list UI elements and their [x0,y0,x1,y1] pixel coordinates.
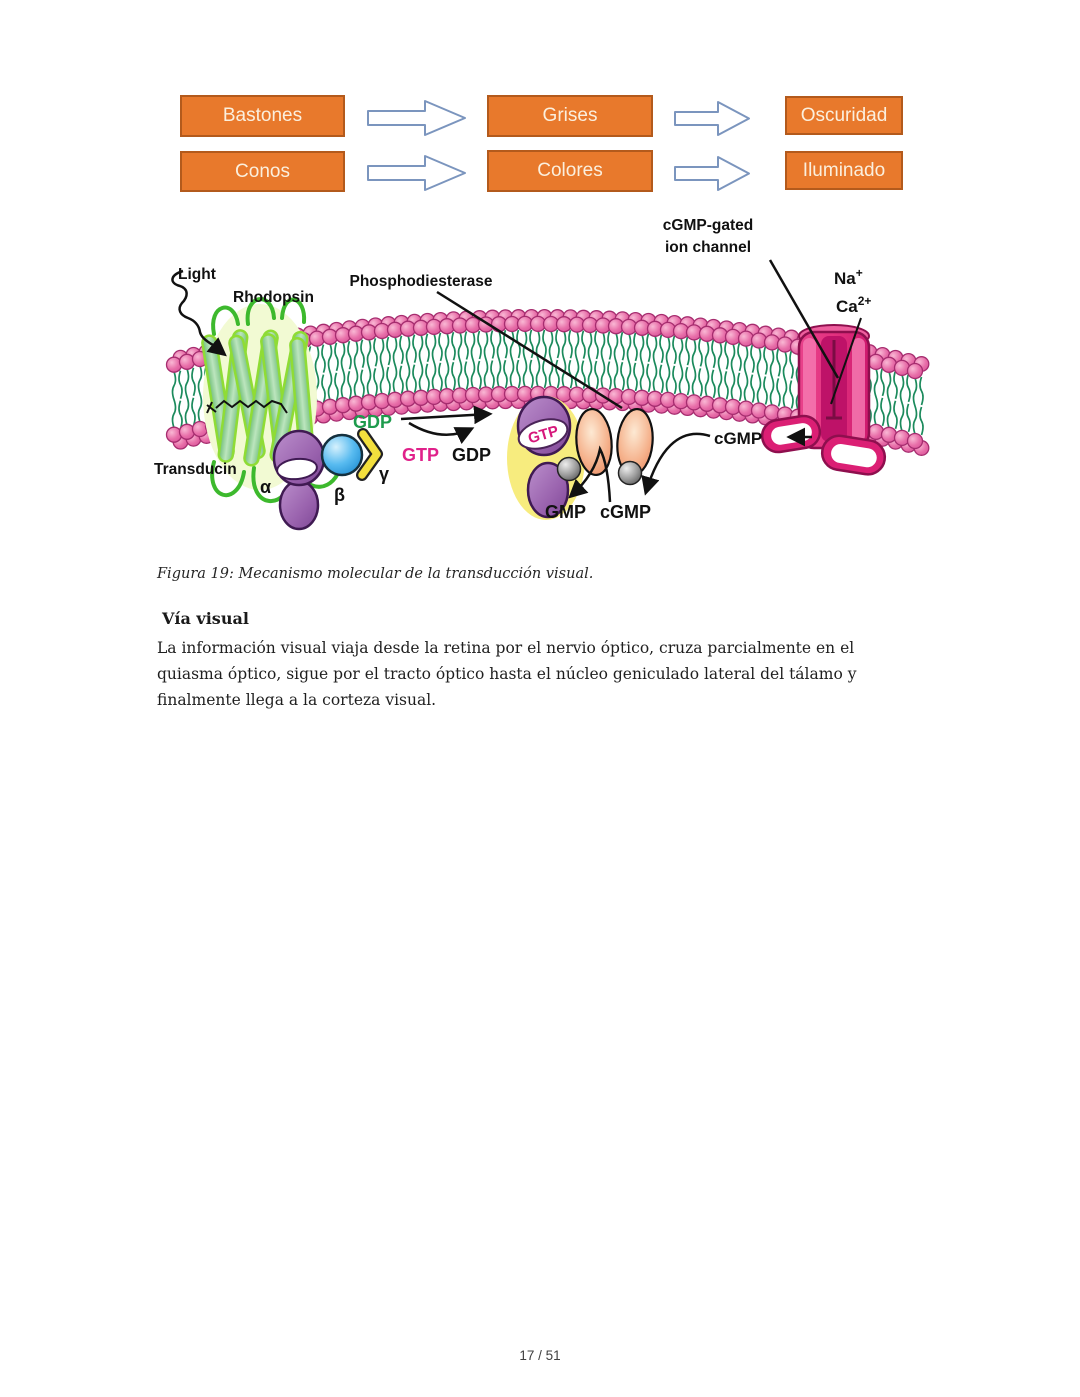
gdp-released-label: GDP [452,445,491,465]
flow-box-label: Conos [235,160,290,182]
gamma-label: γ [379,464,389,484]
sodium-label: Na+ [834,266,863,288]
gmp-label: GMP [545,502,586,522]
channel-label-line2: ion channel [665,239,751,256]
flow-box-label: Grises [542,105,598,126]
ion-flow-line [830,317,862,405]
flow-box-bastones: Bastones [180,95,345,137]
flow-box-label: Colores [537,160,603,181]
flow-box-oscuridad: Oscuridad [785,96,903,135]
gdp-label: GDP [353,412,392,432]
transduction-figure: GTP Light Rhodopsin Phosphodiesteras [154,217,930,531]
section-heading: Vía visual [162,609,249,628]
right-arrow-icon [367,100,466,136]
flow-box-iluminado: Iluminado [785,151,903,190]
gamma-subunit [358,430,381,479]
gtp-gdp-swap-arrow [408,421,475,444]
inhibitory-subunit-sphere [617,460,643,486]
right-arrow-icon [674,156,750,191]
calcium-label: Ca2+ [836,294,871,316]
phosphodiesterase-label: Phosphodiesterase [350,273,493,290]
light-label: Light [178,266,216,283]
flow-box-grises: Grises [487,95,653,137]
diagram-labels: Light Rhodopsin Phosphodiesterase cGMP-g… [154,217,871,522]
channel-label-line1: cGMP-gated [663,217,753,234]
gtp-label: GTP [402,445,439,465]
retinal-molecule [206,399,288,414]
cgmp-path-arrow [641,432,711,496]
flow-box-label: Oscuridad [800,104,888,126]
cgmp-channel-label: cGMP [714,429,762,448]
beta-label: β [334,485,345,505]
channel-right-foot [820,434,887,476]
phosphodiesterase-enzyme [575,407,654,486]
transducin-label: Transducin [154,461,237,478]
inhibitory-subunit-sphere [556,456,582,482]
flow-box-colores: Colores [487,150,653,192]
transducin-complex [272,428,383,531]
beta-subunit [320,433,364,477]
alpha-subunit-lower [278,479,320,531]
phosphodiesterase-pointer-line [436,290,623,410]
right-arrow-icon [674,101,750,136]
channel-pointer-line [768,259,840,379]
figure-caption: Figura 19: Mecanismo molecular de la tra… [157,566,594,582]
activated-transducin: GTP [507,395,585,520]
right-arrow-icon [367,155,466,191]
page-number: 17 / 51 [519,1348,561,1363]
gtp-badge: GTP [517,418,569,450]
body-paragraph: La información visual viaja desde la ret… [157,639,857,709]
flow-box-label: Bastones [222,105,303,126]
flow-box-conos: Conos [180,151,345,192]
gdp-exchange-arrow [400,405,493,425]
cgmp-label: cGMP [600,502,651,522]
annotation-arrows [171,259,862,503]
rhodopsin-protein [201,297,342,504]
light-arrow [171,269,227,357]
flow-box-label: Iluminado [802,159,886,181]
alpha-label: α [260,477,271,497]
cgmp-to-gmp-arrow [568,445,612,503]
cgmp-gated-channel [760,324,887,476]
rhodopsin-label: Rhodopsin [233,289,314,306]
